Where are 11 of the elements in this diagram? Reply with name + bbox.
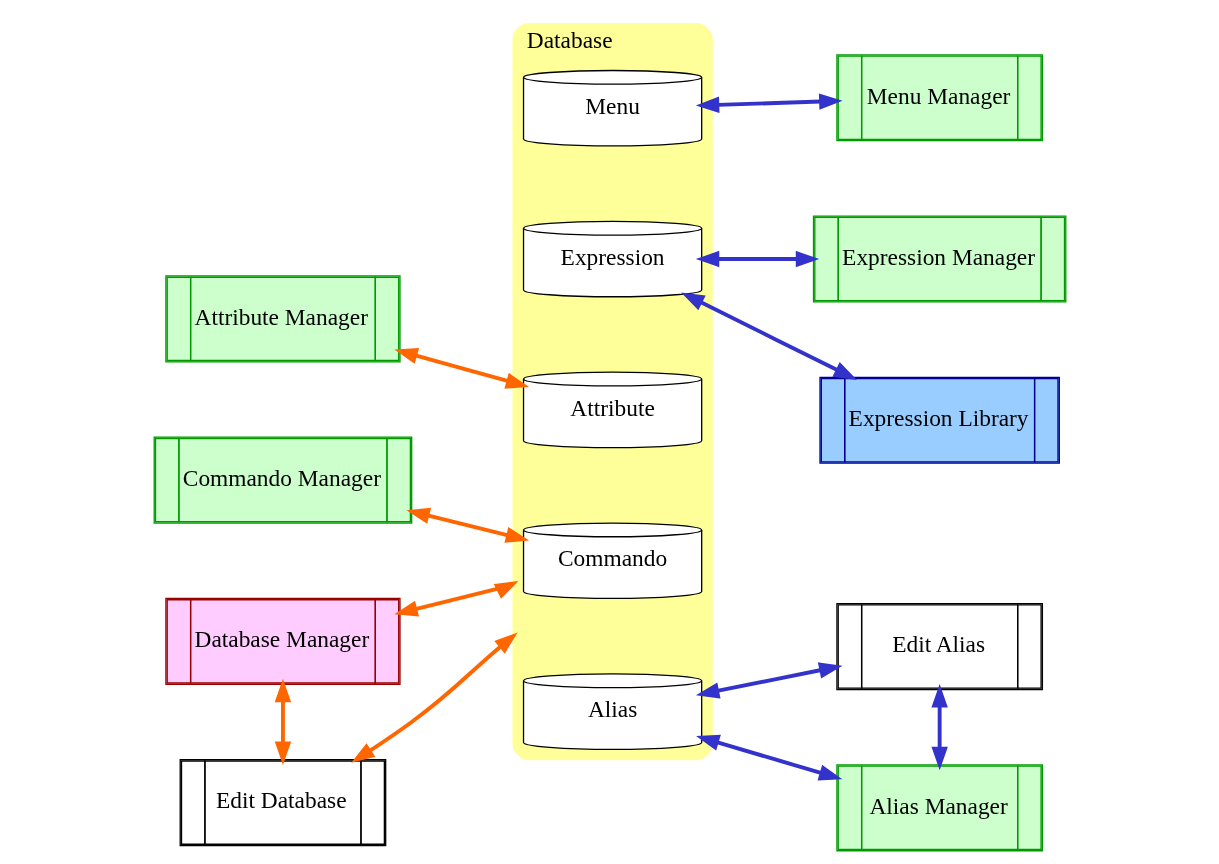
arrow xyxy=(393,581,518,617)
arrow xyxy=(695,250,819,268)
arrow xyxy=(680,292,857,380)
arrow xyxy=(695,662,842,699)
arrow xyxy=(695,734,842,781)
arrow xyxy=(393,347,529,389)
arrow xyxy=(350,632,518,763)
arrow xyxy=(930,683,948,771)
arrow xyxy=(274,678,291,766)
arrow xyxy=(405,507,529,543)
arrow xyxy=(695,93,843,114)
